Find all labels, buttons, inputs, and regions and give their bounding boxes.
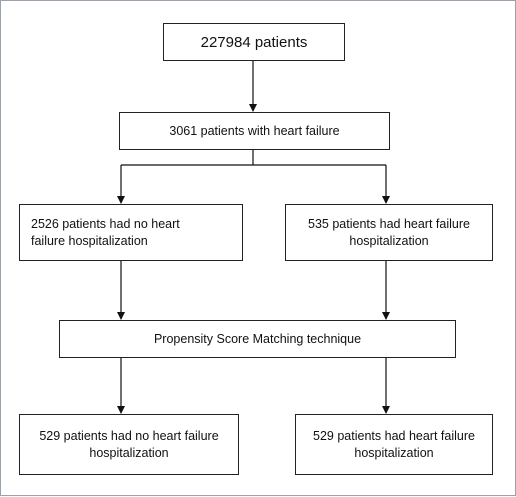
- box-no-hospitalization-line-1: 2526 patients had no heart: [31, 216, 180, 231]
- box-matched-no-hospitalization-line-1: 529 patients had no heart failure: [39, 428, 219, 443]
- box-total-patients-label: 227984 patients: [200, 33, 308, 51]
- box-matched-hospitalization-line-1: 529 patients had heart failure: [313, 428, 475, 443]
- box-total-patients: 227984 patients: [163, 23, 345, 61]
- box-matched-no-hospitalization: 529 patients had no heart failure hospit…: [19, 414, 239, 475]
- box-hospitalization: 535 patients had heart failure hospitali…: [285, 204, 493, 261]
- box-matched-no-hospitalization-line-2: hospitalization: [89, 445, 169, 460]
- box-heart-failure-label: 3061 patients with heart failure: [169, 123, 340, 138]
- box-propensity-score-matching: Propensity Score Matching technique: [59, 320, 456, 358]
- box-propensity-score-matching-label: Propensity Score Matching technique: [153, 331, 362, 346]
- box-hospitalization-line-1: 535 patients had heart failure: [308, 216, 470, 231]
- box-matched-hospitalization-line-2: hospitalization: [354, 445, 434, 460]
- box-heart-failure-patients: 3061 patients with heart failure: [119, 112, 390, 150]
- box-matched-hospitalization: 529 patients had heart failure hospitali…: [295, 414, 493, 475]
- box-no-hospitalization-line-2: failure hospitalization: [31, 233, 148, 248]
- box-hospitalization-line-2: hospitalization: [349, 233, 429, 248]
- box-no-hospitalization: 2526 patients had no heart failure hospi…: [19, 204, 243, 261]
